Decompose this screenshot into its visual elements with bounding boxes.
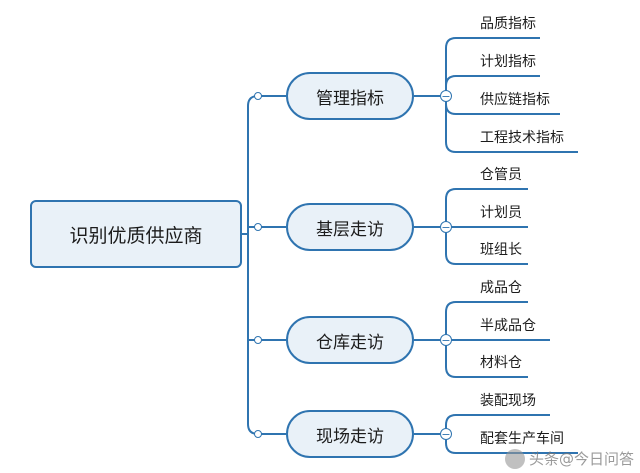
watermark: 头条@今日问答: [504, 448, 634, 469]
leaf-warehouse-keeper[interactable]: 仓管员: [480, 167, 522, 183]
leaf-semi-finished-warehouse[interactable]: 半成品仓: [480, 318, 536, 334]
collapse-toggle-icon[interactable]: −: [440, 427, 452, 441]
leaf-quality-indicators[interactable]: 品质指标: [480, 16, 536, 32]
branch-3-connector-dot: [254, 336, 262, 344]
leaf-production-workshop[interactable]: 配套生产车间: [480, 431, 564, 447]
connector-trunk: [247, 95, 259, 435]
watermark-logo-icon: [504, 448, 525, 469]
branch-4-connector-dot: [254, 430, 262, 438]
branch-2-connector-dot: [254, 223, 262, 231]
branch-node-frontline-visit[interactable]: 基层走访: [286, 203, 414, 251]
collapse-toggle-icon[interactable]: −: [440, 89, 452, 103]
root-node-label: 识别优质供应商: [69, 224, 203, 247]
collapse-toggle-icon[interactable]: −: [440, 333, 452, 347]
leaf-assembly-site[interactable]: 装配现场: [480, 393, 536, 409]
branch-node-management-indicators[interactable]: 管理指标: [286, 72, 414, 120]
leaf-supply-chain-indicators[interactable]: 供应链指标: [480, 92, 550, 108]
collapse-toggle-icon[interactable]: −: [440, 220, 452, 234]
leaf-planning-indicators[interactable]: 计划指标: [480, 54, 536, 70]
branch-node-site-visit[interactable]: 现场走访: [286, 410, 414, 458]
connector-branch-4-fan: [445, 414, 578, 454]
branch-node-label: 现场走访: [316, 426, 384, 447]
leaf-engineering-indicators[interactable]: 工程技术指标: [480, 130, 564, 146]
root-node[interactable]: 识别优质供应商: [30, 200, 242, 268]
branch-node-label: 管理指标: [316, 88, 384, 109]
branch-node-label: 基层走访: [316, 219, 384, 240]
leaf-material-warehouse[interactable]: 材料仓: [480, 355, 522, 371]
leaf-finished-goods-warehouse[interactable]: 成品仓: [480, 280, 522, 296]
branch-node-warehouse-visit[interactable]: 仓库走访: [286, 316, 414, 364]
branch-node-label: 仓库走访: [316, 332, 384, 353]
watermark-text: 头条@今日问答: [528, 450, 634, 468]
leaf-team-leader[interactable]: 班组长: [480, 242, 522, 258]
branch-1-connector-dot: [254, 92, 262, 100]
leaf-planner[interactable]: 计划员: [480, 205, 522, 221]
connector-branch-1-fan: [445, 37, 578, 153]
